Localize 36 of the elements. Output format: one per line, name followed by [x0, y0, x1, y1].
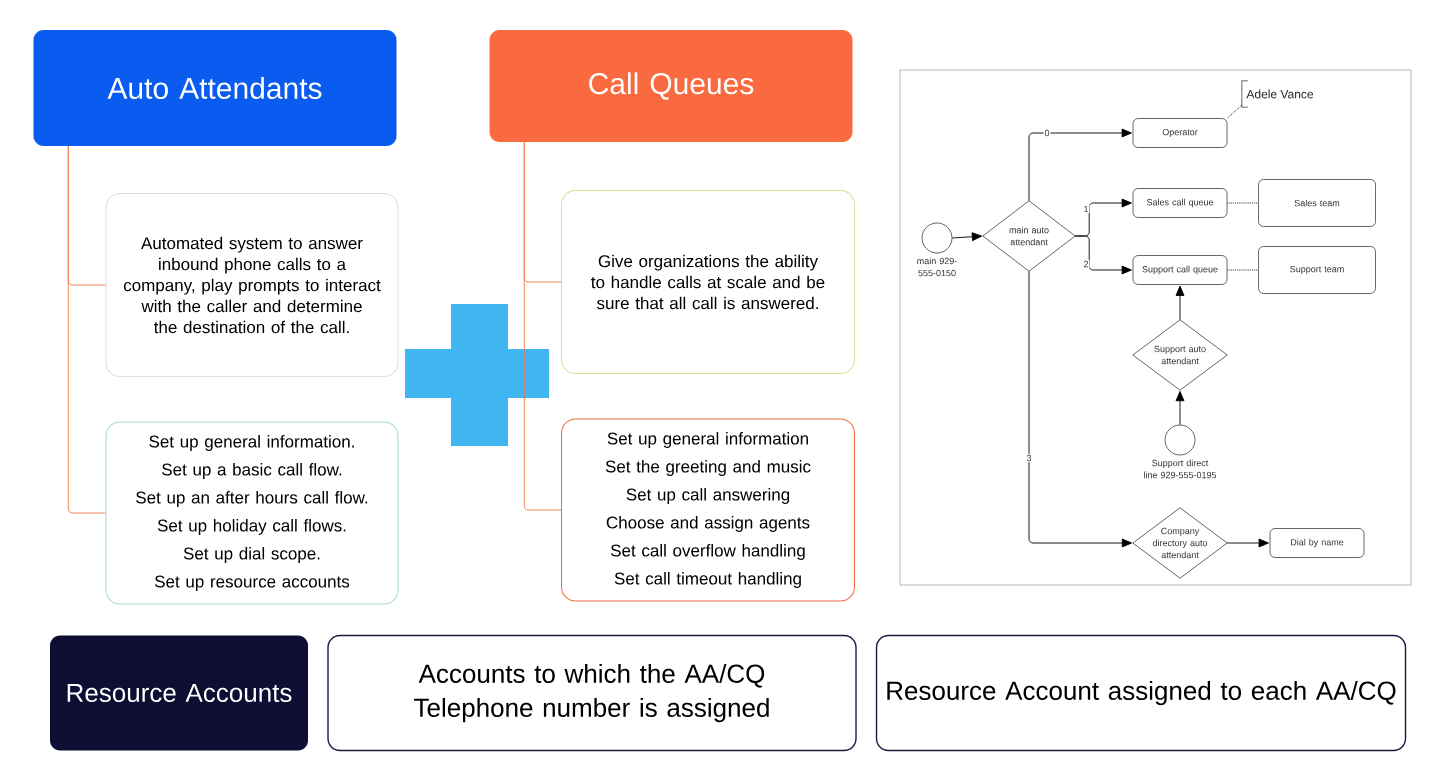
process-box: Support team	[1258, 246, 1376, 294]
steps-card: Set up general information. Set up a basic call flow. Set up an after hours call flow. Set up holiday call flows. Set up dial scope. Set up resource accounts	[105, 421, 399, 605]
arrow	[1175, 285, 1185, 321]
phone-label: Support direct line 929-555-0195	[1144, 459, 1217, 479]
connector-line	[523, 141, 562, 511]
phone-label: main 929-555-0150	[917, 257, 957, 277]
process-box: Support call queue	[1132, 255, 1228, 285]
info-card: Accounts to which the AA/CQ Telephone number is assigned	[327, 634, 857, 752]
arrow	[1226, 538, 1269, 548]
arrow	[1074, 235, 1132, 275]
info-card: Resource Account assigned to each AA/CQ	[875, 634, 1407, 752]
edge-label: 3	[1025, 453, 1033, 463]
process-box: Sales team	[1258, 179, 1376, 227]
edge-label: 2	[1082, 259, 1090, 269]
edge-label: 0	[1043, 128, 1051, 138]
heading-box: Resource Accounts	[50, 635, 308, 751]
arrow	[1175, 390, 1185, 426]
process-box: Dial by name	[1269, 528, 1365, 558]
dotted-line	[1226, 104, 1243, 119]
connector-line	[67, 145, 106, 514]
description-card: Give organizations the ability to handle calls at scale and be sure that all call is answered.	[561, 190, 855, 374]
dotted-line	[1226, 269, 1259, 271]
start-circle	[1164, 424, 1196, 456]
steps-card: Set up general information Set the greeting and music Set up call answering Choose and assign agents Set call overflow handling Set call timeout handling	[561, 418, 855, 602]
arrow	[951, 232, 983, 242]
dotted-line	[1226, 202, 1259, 204]
process-box: Operator	[1132, 118, 1228, 148]
edge-label: 1	[1082, 204, 1090, 214]
heading-box: Auto Attendants	[33, 30, 397, 146]
arrow	[1028, 128, 1132, 202]
start-circle	[921, 222, 953, 254]
arrow	[1028, 270, 1133, 548]
annotation: Adele Vance	[1241, 80, 1314, 108]
description-card: Automated system to answer inbound phone calls to a company, play prompts to interact with the caller and determine the destination of the call.	[105, 193, 399, 377]
process-box: Sales call queue	[1132, 188, 1228, 218]
heading-box: Call Queues	[489, 30, 853, 142]
